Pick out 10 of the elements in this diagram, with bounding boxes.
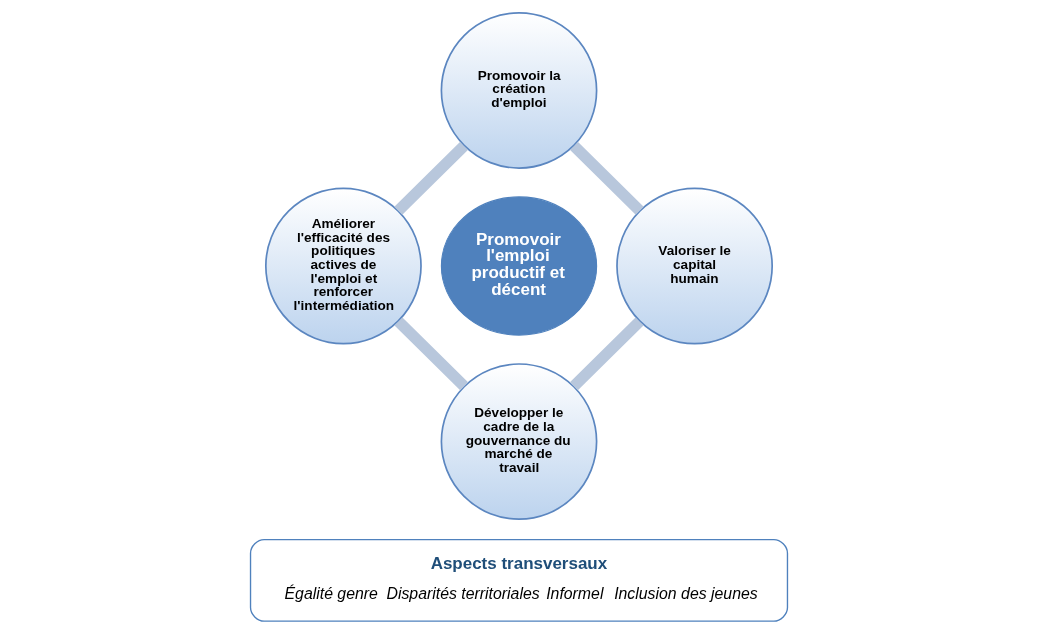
node-circle: Développer le cadre de la gouvernance du marché de travail — [440, 363, 598, 521]
node-circle: Promovoir la création d'emploi — [440, 12, 598, 169]
node-circle: Améliorer l'efficacité des politiques actives de l'emploi et renforcer l'intermédiation — [264, 187, 422, 345]
node-box: Aspects transversaux Égalité genre Disparités territoriales Informel Inclusion des jeunes — [249, 538, 789, 622]
connector — [570, 141, 644, 215]
connector — [394, 317, 469, 391]
node-ellipse: Promovoir l'emploi productif et décent — [440, 196, 598, 336]
node-circle: Valoriser le capital humain — [616, 187, 774, 345]
connector — [394, 141, 468, 215]
connector — [569, 317, 644, 391]
